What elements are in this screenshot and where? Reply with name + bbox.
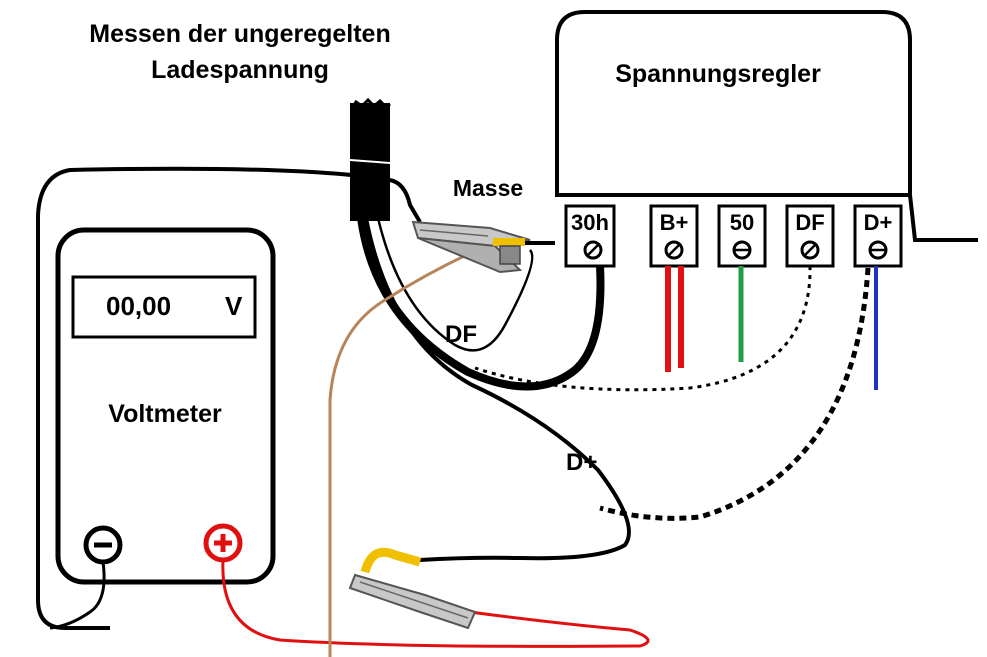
terminal-df: DF (785, 204, 835, 268)
ground-clip-label: Masse (453, 175, 523, 201)
d-plus-wire-label: D+ (566, 449, 597, 476)
regulator-label: Spannungsregler (615, 60, 821, 88)
terminal-label-30h: 30h (571, 210, 609, 235)
terminal-d-plus: D+ (853, 204, 903, 268)
terminal-30h: 30h (564, 204, 616, 268)
voltmeter-display-unit: V (225, 291, 243, 321)
d-plus-wire-dotted (599, 267, 871, 521)
minus-socket[interactable]: ⊖ (83, 525, 123, 565)
title-line-1: Messen der ungeregelten (89, 20, 390, 48)
df-wire-label: DF (445, 321, 477, 348)
ground-clip[interactable]: Masse (411, 175, 555, 274)
df-wire-dotted (474, 265, 812, 392)
terminal-wires (665, 266, 878, 390)
title-line-2: Ladespannung (151, 56, 329, 84)
voltmeter: 00,00 V Voltmeter (36, 166, 422, 630)
terminal-b-plus: B+ (649, 204, 699, 268)
black-test-lead (49, 561, 106, 630)
terminal-label-d-plus: D+ (864, 210, 893, 235)
d-plus-clip[interactable] (348, 547, 477, 630)
voltage-regulator: Spannungsregler (555, 10, 978, 242)
voltmeter-display-value: 00,00 (106, 291, 171, 321)
voltmeter-label: Voltmeter (108, 400, 222, 428)
terminal-label-df: DF (795, 210, 824, 235)
cable-bundle (349, 97, 631, 562)
terminal-label-b-plus: B+ (660, 210, 689, 235)
red-test-lead (221, 559, 650, 648)
terminal-50: 50 (717, 204, 767, 268)
terminal-label-50: 50 (730, 210, 754, 235)
plus-socket[interactable]: ⊕ (203, 523, 243, 563)
